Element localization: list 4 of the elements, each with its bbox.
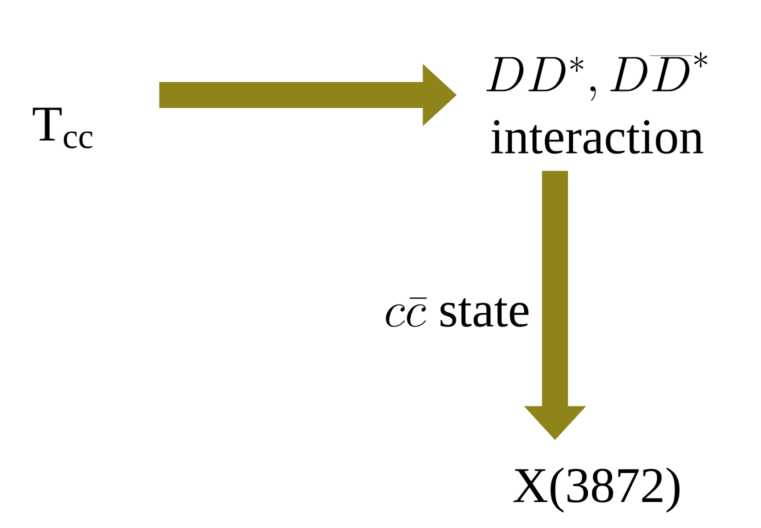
particle-label: T$_{cc}$ xyxy=(32,108,92,148)
interaction-label: $DD^*, D\overline{D}^*$ interaction xyxy=(486,52,708,154)
edge-label: $c\bar{c}\ \mathrm{state}$ xyxy=(386,298,528,327)
particle-label: X(3872) xyxy=(513,467,680,513)
